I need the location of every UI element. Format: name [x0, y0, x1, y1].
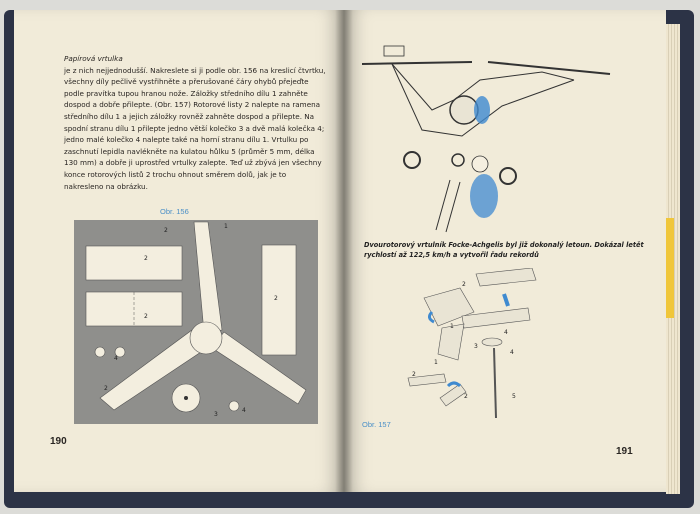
figure-callout: 2 [412, 371, 416, 378]
pilot-head [471, 155, 489, 173]
assembly-stick [493, 347, 497, 419]
blade-strip-vertical [261, 244, 297, 356]
figure-callout: 4 [510, 349, 514, 356]
right-rotor-blade [487, 61, 611, 75]
blue-seat [474, 96, 490, 124]
large-disc-center [184, 396, 188, 400]
small-disc-3 [228, 400, 240, 412]
page-number-right: 191 [616, 446, 633, 457]
small-disc-1 [94, 346, 106, 358]
left-wheel [403, 151, 421, 169]
assembly-disc [481, 337, 503, 347]
figure-callout: 2 [464, 393, 468, 400]
figure-callout: 4 [114, 355, 118, 362]
left-rotor-hub [383, 45, 405, 57]
figure-callout: 4 [504, 329, 508, 336]
assembly-blade-left [423, 287, 475, 327]
assembly-blade-down [437, 323, 465, 361]
figure-callout: 3 [474, 343, 478, 350]
assembly-blade-top [475, 268, 537, 287]
figure-callout: 2 [164, 227, 168, 234]
section-title: Papírová vrtulka [64, 54, 123, 63]
figure-callout: 2 [104, 385, 108, 392]
figure-callout: 2 [144, 255, 148, 262]
instruction-text: Papírová vrtulka je z nich nejjednodušší… [64, 53, 326, 192]
bottom-blade-left [407, 373, 447, 387]
page-number-left: 190 [50, 436, 67, 447]
blue-arrow-top [502, 293, 510, 307]
rotor-hub [189, 321, 223, 355]
ladder-left [435, 179, 451, 231]
blue-arrow-left [427, 310, 435, 324]
left-rotor-blade [362, 61, 473, 65]
bottom-blade-right [439, 383, 467, 407]
figure-callout: 1 [450, 323, 454, 330]
figure-callout: 3 [214, 411, 218, 418]
assembly-figure: 2 1 4 3 4 5 2 1 2 [407, 268, 537, 419]
rotor-arm-top [193, 221, 223, 333]
right-page [344, 10, 666, 492]
front-wheel [451, 153, 465, 167]
bookmark-tab [666, 218, 674, 318]
engine [449, 95, 479, 125]
book-gutter [335, 10, 353, 492]
ladder-right [445, 181, 461, 233]
blue-arrow-bottom [446, 381, 462, 388]
helicopter-illustration [362, 45, 611, 233]
pilot-figure [470, 174, 498, 218]
figure-callout: 2 [274, 295, 278, 302]
blade-strip-top [85, 245, 183, 281]
right-wheel [499, 167, 517, 185]
small-disc-2 [114, 346, 126, 358]
figure-callout: 1 [224, 223, 228, 230]
lower-truss [391, 63, 575, 137]
figure-callout: 2 [144, 313, 148, 320]
figure-callout: 2 [462, 281, 466, 288]
body-text: je z nich nejjednodušší. Nakreslete si j… [64, 65, 326, 191]
figure-callout: 5 [512, 393, 516, 400]
figure-label-156: Obr. 156 [160, 207, 189, 216]
figure-label-157: Obr. 157 [362, 420, 391, 429]
helicopter-caption: Dvourotorový vrtulník Focke-Achgelis byl… [364, 241, 644, 259]
template-figure: 2 2 2 1 2 2 3 4 4 [74, 220, 318, 424]
figure-callout: 4 [242, 407, 246, 414]
figure-callout: 1 [434, 359, 438, 366]
truss-frame [391, 63, 575, 111]
